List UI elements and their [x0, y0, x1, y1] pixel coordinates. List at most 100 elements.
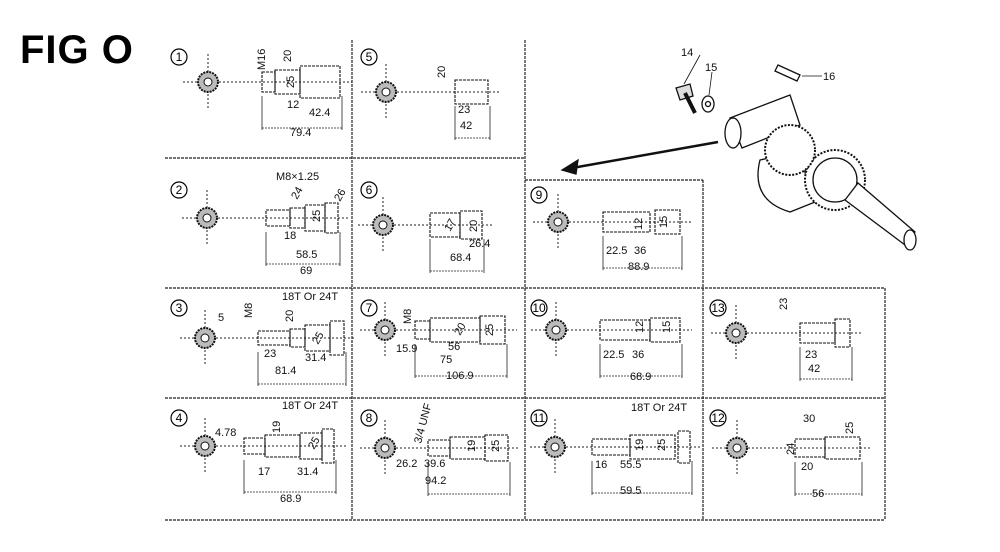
dimension-label: 12: [287, 99, 299, 111]
dimension-label: 25: [306, 435, 323, 452]
dimension-label: 36: [632, 349, 644, 361]
dimension-label: 26.4: [469, 238, 490, 250]
shaft-section: [654, 209, 681, 235]
panel-13: 13 23 23 42: [709, 298, 862, 381]
panel-number-badge: [360, 48, 378, 66]
dimension-label: 39.6: [424, 458, 445, 470]
dimension-label: 56: [448, 341, 460, 353]
dimension-label: 22.5: [606, 245, 627, 257]
shaft-section: [264, 434, 301, 458]
dimension-label: 24: [785, 443, 797, 455]
panel-number: 4: [176, 411, 183, 425]
dimension-label: 56: [812, 488, 824, 500]
dimension-label: 17: [442, 217, 459, 234]
panel-number-badge: [530, 299, 548, 317]
dimension-label: 20: [436, 66, 448, 78]
callout-16: 16: [823, 71, 835, 83]
shaft-section: [484, 434, 509, 462]
dimension-label: 55.5: [620, 459, 641, 471]
dimension-label: 88.9: [628, 261, 649, 273]
dimension-label: 20: [282, 50, 294, 62]
dimension-label: 23: [458, 104, 470, 116]
end-view-bore: [732, 443, 742, 453]
dimension-label: 25: [310, 330, 327, 347]
dimension-label: 23: [778, 298, 790, 310]
dimension-label: 106.9: [446, 370, 474, 382]
grid-lines: [165, 40, 886, 521]
dimension-label: 25: [311, 210, 323, 222]
shaft-section: [479, 315, 506, 345]
panel-number-badge: [709, 409, 727, 427]
panel-number: 9: [536, 188, 543, 202]
shaft-section: [299, 65, 341, 99]
dimension-label: 18T Or 24T: [631, 402, 687, 414]
dimension-label: 3/4 UNF: [412, 402, 434, 445]
panel-number: 6: [366, 183, 373, 197]
panel-number: 1: [176, 50, 183, 64]
end-view-bore: [553, 217, 563, 227]
panel-number: 13: [711, 301, 725, 315]
shaft-section: [324, 202, 339, 234]
dimension-label: 59.5: [620, 485, 641, 497]
dimension-label: 23: [264, 348, 276, 360]
dimension-label: 25: [844, 422, 856, 434]
panel-number: 10: [532, 301, 546, 315]
dimension-label: 42: [808, 363, 820, 375]
dimension-label: 75: [440, 354, 452, 366]
shaft-section: [321, 428, 335, 464]
pointer-arrow: [571, 140, 719, 170]
panel-number-badge: [530, 186, 548, 204]
dimension-label: M8: [402, 309, 414, 324]
shaft-section: [824, 436, 861, 460]
dimension-label: 15: [658, 216, 670, 228]
dimension-label: 42.4: [309, 107, 330, 119]
end-view-bore: [202, 213, 212, 223]
callout-14: 14: [681, 47, 693, 59]
dimension-label: 23: [805, 349, 817, 361]
end-view-bore: [380, 325, 390, 335]
dimension-label: 19: [466, 440, 478, 452]
dimension-label: 58.5: [296, 249, 317, 261]
dimension-label: 94.2: [425, 475, 446, 487]
panel-number: 3: [176, 301, 183, 315]
panel-number-badge: [709, 299, 727, 317]
shaft-section: [629, 434, 676, 460]
dimension-label: 18T Or 24T: [282, 291, 338, 303]
panel-number: 5: [366, 50, 373, 64]
dimension-label: 19: [634, 439, 646, 451]
end-view-bore: [380, 443, 390, 453]
dimension-label: 42: [460, 120, 472, 132]
end-view-bore: [378, 220, 388, 230]
dimension-label: 30: [803, 413, 815, 425]
dimension-label: 25: [285, 76, 297, 88]
dimension-label: 15: [661, 321, 673, 333]
panel-number: 11: [533, 411, 546, 425]
dimension-label: 16: [595, 459, 607, 471]
end-view-bore: [203, 77, 213, 87]
dimension-label: 12: [633, 218, 645, 230]
shaft-section: [459, 210, 483, 240]
end-view-bore: [381, 87, 391, 97]
dimension-label: 12: [634, 321, 646, 333]
dimension-label: 69: [300, 265, 312, 277]
figure-title: FIG O: [20, 28, 134, 72]
dimension-label: M16: [256, 49, 268, 70]
panel-number: 2: [176, 183, 183, 197]
shaft-section: [427, 439, 451, 457]
panel-number: 12: [711, 411, 725, 425]
shaft-section: [799, 322, 836, 344]
shaft-section: [454, 79, 489, 105]
dimension-label: 68.9: [280, 493, 301, 505]
panel-number-badge: [360, 181, 378, 199]
panel-number-badge: [360, 409, 378, 427]
dimension-label: 20: [284, 310, 296, 322]
callout-15: 15: [705, 62, 717, 74]
end-view-bore: [200, 441, 210, 451]
